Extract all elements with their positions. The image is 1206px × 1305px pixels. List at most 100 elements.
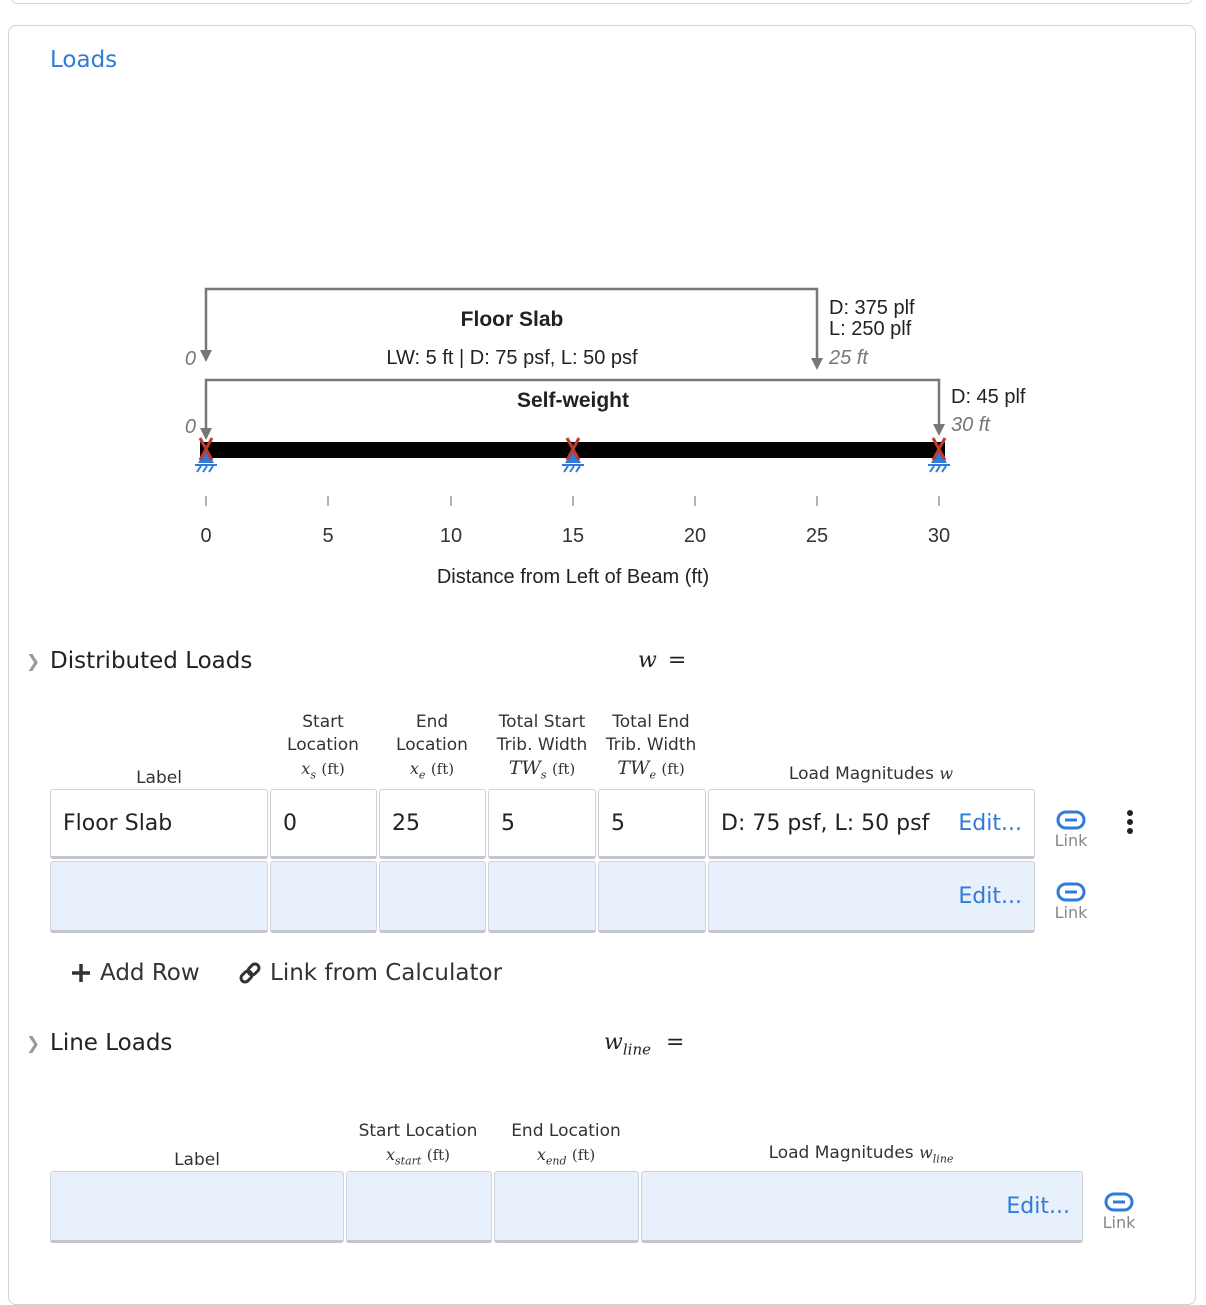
row1-tws-input[interactable]: 5 [488,789,596,859]
beam-load-diagram: Floor Slab LW: 5 ft | D: 75 psf, L: 50 p… [185,287,1026,588]
pin-support-icon [198,450,214,463]
floor-slab-live-load: L: 250 plf [829,318,912,340]
row2-load-magnitudes[interactable]: Edit... [708,861,1035,933]
x-tick-label: 30 [928,525,950,547]
line-col-header-label: Label [52,1120,342,1172]
line-row1-end-input[interactable] [494,1171,639,1243]
previous-panel-edge [10,0,1194,4]
link-icon [1104,1192,1134,1212]
row1-link-button[interactable]: Link [1048,810,1094,849]
plus-icon [72,964,90,982]
row1-label-input[interactable]: Floor Slab [50,789,268,859]
link-from-calculator-button[interactable]: Link from Calculator [238,960,502,986]
var-subscript: line [932,1152,954,1165]
floor-slab-end-position: 25 ft [828,347,869,369]
line-col-header-load-magnitudes: Load Magnitudes wline [642,1120,1080,1170]
row1-start-input[interactable]: 0 [270,789,377,859]
floor-slab-start-arrow [200,350,212,362]
row2-label-input[interactable] [50,861,268,933]
support-left[interactable] [195,437,217,473]
col-header-total-end-trib: Total End Trib. Width TWe (ft) [599,680,703,786]
floor-slab-start-value: 0 [185,348,196,370]
line-row1-edit-button[interactable]: Edit... [1006,1193,1070,1219]
self-weight-start-arrow [200,428,212,440]
line-row1-load-magnitudes[interactable]: Edit... [641,1171,1083,1243]
row1-load-magnitudes[interactable]: D: 75 psf, L: 50 psf Edit... [708,789,1035,859]
line-col-header-start: Start Location xstart (ft) [346,1116,490,1172]
col-header-label-text: Label [136,768,182,788]
col-header-start-text: Start Location [287,711,359,755]
link-icon [1056,810,1086,830]
floor-slab-end-arrow [811,358,823,370]
chevron-right-icon[interactable]: ❯ [26,652,41,672]
col-header-start-location: Start Location xs (ft) [271,690,375,786]
row2-start-input[interactable] [270,861,377,933]
self-weight-title: Self-weight [517,389,629,412]
line-col-header-end-var: xend (ft) [494,1143,638,1172]
self-weight-dead-load: D: 45 plf [951,386,1026,408]
col-header-end-text: End Location [396,711,468,755]
row1-edit-button[interactable]: Edit... [958,810,1022,836]
ground-hatch-icon [928,464,950,473]
row2-twe-input[interactable] [598,861,706,933]
line-row1-link-label: Link [1102,1213,1136,1232]
support-right[interactable] [928,437,950,473]
line-formula-equals: = [665,1030,685,1055]
var-subscript: s [540,768,547,781]
var-subscript: e [649,768,656,781]
col-header-tws-var: TWs (ft) [490,757,594,786]
row2-link-button[interactable]: Link [1048,882,1094,921]
var-subscript: e [418,768,426,781]
col-header-total-start-trib: Total Start Trib. Width TWs (ft) [490,680,594,786]
floor-slab-load[interactable]: Floor Slab LW: 5 ft | D: 75 psf, L: 50 p… [185,287,915,370]
var-subscript: s [310,768,316,781]
line-loads-title[interactable]: Line Loads [50,1030,173,1056]
var-subscript: line [622,1040,651,1059]
unit-text: (ft) [321,759,345,778]
line-col-header-start-text: Start Location [358,1120,478,1141]
chevron-right-icon[interactable]: ❯ [26,1034,41,1054]
support-middle[interactable] [562,437,584,473]
row2-end-input[interactable] [379,861,486,933]
var-symbol: TW [508,756,541,779]
loads-section-link[interactable]: Loads [50,47,118,73]
floor-slab-dead-load: D: 375 plf [829,297,915,319]
x-tick-label: 5 [322,525,333,547]
row1-more-menu-icon[interactable] [1122,810,1138,834]
add-row-button[interactable]: Add Row [70,960,200,986]
x-tick-label: 20 [684,525,706,547]
self-weight-load[interactable]: Self-weight 0 D: 45 plf 30 ft [185,378,1026,440]
col-header-load-magnitudes: Load Magnitudes w [709,700,1033,786]
line-row1-link-button[interactable]: Link [1096,1192,1142,1231]
link-from-calculator-label: Link from Calculator [270,960,503,986]
self-weight-bracket [204,378,941,438]
line-row1-label-input[interactable] [50,1171,344,1243]
row2-tws-input[interactable] [488,861,596,933]
line-col-header-label-text: Label [174,1150,220,1170]
line-loads-formula: wline = [604,1030,684,1058]
var-symbol: w [939,764,954,783]
row1-link-label: Link [1054,831,1088,850]
row1-twe-input[interactable]: 5 [598,789,706,859]
col-header-twe-text: Total End Trib. Width [605,711,697,755]
pin-support-icon [565,450,581,463]
distributed-loads-title[interactable]: Distributed Loads [50,648,253,674]
x-tick-label: 25 [806,525,828,547]
col-header-label: Label [52,700,266,790]
row2-edit-button[interactable]: Edit... [958,883,1022,909]
col-header-end-var: xe (ft) [380,757,484,786]
pin-support-icon [931,450,947,463]
floor-slab-title: Floor Slab [461,308,564,331]
line-row1-start-input[interactable] [346,1171,492,1243]
unit-text: (ft) [551,759,576,778]
line-col-header-mag-label: Load Magnitudes [768,1142,914,1163]
col-header-start-var: xs (ft) [271,757,375,786]
var-symbol: w [604,1030,623,1055]
row1-end-input[interactable]: 25 [379,789,486,859]
link-icon [1056,882,1086,902]
unit-text: (ft) [430,759,455,778]
var-symbol: w [919,1142,933,1162]
unit-text: (ft) [571,1145,596,1164]
var-subscript: start [395,1154,422,1167]
var-symbol: x [301,758,311,778]
